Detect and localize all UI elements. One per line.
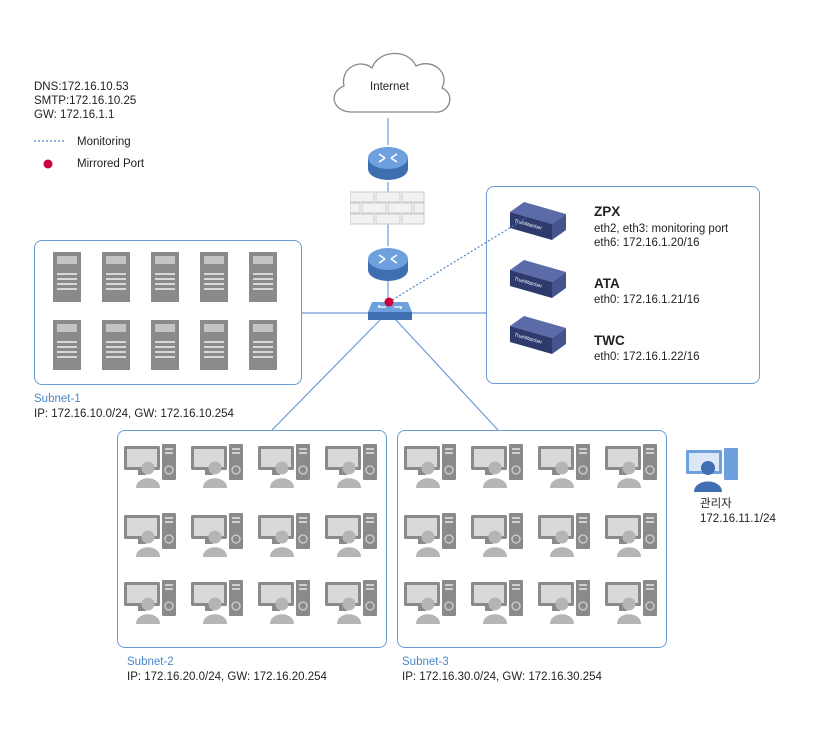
pc-user-icon bbox=[191, 513, 243, 557]
mirrored-port-dot-icon bbox=[43, 159, 53, 169]
server-icon bbox=[249, 252, 277, 302]
internet-cloud-icon bbox=[333, 52, 451, 113]
pc-user-icon bbox=[124, 444, 176, 488]
legend-gw: GW: 172.16.1.1 bbox=[34, 109, 115, 121]
pc-user-icon bbox=[471, 580, 523, 624]
pc-user-icon bbox=[124, 580, 176, 624]
server-icon bbox=[102, 252, 130, 302]
ata-title: ATA bbox=[594, 276, 620, 291]
ata-line1: eth0: 172.16.1.21/16 bbox=[594, 294, 700, 306]
server-icon bbox=[200, 320, 228, 370]
pc-user-icon bbox=[471, 444, 523, 488]
pc-user-icon bbox=[325, 580, 377, 624]
twc-line1: eth0: 172.16.1.22/16 bbox=[594, 351, 700, 363]
pc-user-icon bbox=[404, 444, 456, 488]
dotted-line-icon bbox=[34, 140, 64, 142]
server-icon bbox=[151, 252, 179, 302]
server-icon bbox=[102, 320, 130, 370]
firewall-icon bbox=[350, 191, 425, 225]
pc-user-icon bbox=[404, 513, 456, 557]
router-icon bbox=[368, 147, 408, 180]
server-icon bbox=[53, 252, 81, 302]
admin-ip: 172.16.11.1/24 bbox=[700, 513, 776, 525]
legend-monitoring: Monitoring bbox=[77, 136, 131, 148]
pc-user-icon bbox=[325, 513, 377, 557]
subnet-1-name: Subnet-1 bbox=[34, 393, 81, 405]
mirrored-port-dot bbox=[384, 297, 394, 307]
zpx-line1: eth2, eth3: monitoring port bbox=[594, 223, 729, 235]
pc-user-icon bbox=[605, 580, 657, 624]
appliance-twc-icon: TrueWatcher bbox=[510, 316, 566, 354]
pc-user-icon bbox=[258, 580, 310, 624]
pc-user-icon bbox=[191, 444, 243, 488]
pc-user-icon bbox=[538, 580, 590, 624]
server-icon bbox=[249, 320, 277, 370]
appliance-ata-icon: TrueWatcher bbox=[510, 260, 566, 298]
pc-user-icon bbox=[258, 444, 310, 488]
legend-mirrored-port: Mirrored Port bbox=[77, 158, 145, 170]
subnet-1-ip: IP: 172.16.10.0/24, GW: 172.16.10.254 bbox=[34, 408, 234, 420]
server-icon bbox=[200, 252, 228, 302]
pc-user-icon bbox=[325, 444, 377, 488]
legend-dns: DNS:172.16.10.53 bbox=[34, 81, 129, 93]
subnet-3-name: Subnet-3 bbox=[402, 656, 449, 668]
pc-user-icon bbox=[605, 513, 657, 557]
pc-user-icon bbox=[124, 513, 176, 557]
switch-icon bbox=[368, 302, 412, 320]
subnet-2-ip: IP: 172.16.20.0/24, GW: 172.16.20.254 bbox=[127, 671, 327, 683]
twc-title: TWC bbox=[594, 333, 625, 348]
zpx-title: ZPX bbox=[594, 204, 621, 219]
router-icon bbox=[368, 248, 408, 281]
subnet-2-name: Subnet-2 bbox=[127, 656, 174, 668]
subnet-3-ip: IP: 172.16.30.0/24, GW: 172.16.30.254 bbox=[402, 671, 602, 683]
pc-user-icon bbox=[404, 580, 456, 624]
pc-user-icon bbox=[538, 444, 590, 488]
pc-user-icon bbox=[258, 513, 310, 557]
pc-user-icon bbox=[538, 513, 590, 557]
pc-user-icon bbox=[605, 444, 657, 488]
appliance-zpx-icon: TrueWatcher bbox=[510, 202, 566, 240]
admin-pc-icon bbox=[686, 448, 738, 492]
server-icon bbox=[53, 320, 81, 370]
server-icon bbox=[151, 320, 179, 370]
zpx-line2: eth6: 172.16.1.20/16 bbox=[594, 237, 700, 249]
admin-label: 관리자 bbox=[700, 498, 732, 510]
pc-user-icon bbox=[191, 580, 243, 624]
pc-user-icon bbox=[471, 513, 523, 557]
internet-label: Internet bbox=[370, 81, 409, 93]
legend-smtp: SMTP:172.16.10.25 bbox=[34, 95, 137, 107]
